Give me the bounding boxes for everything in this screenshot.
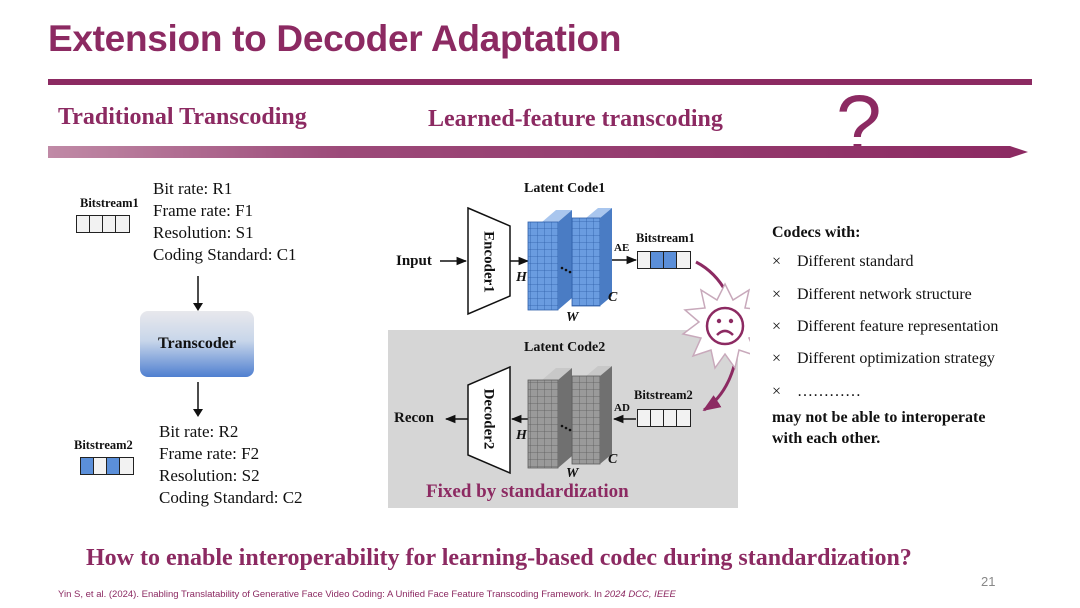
down-arrow-2 bbox=[193, 382, 203, 417]
w-label-1: W bbox=[566, 310, 579, 325]
conclusion-line1: may not be able to interoperate bbox=[772, 409, 986, 426]
bitstream1-learned-label: Bitstream1 bbox=[636, 231, 695, 245]
param2-bitrate: Bit rate: R2 bbox=[159, 422, 239, 441]
h-label-1: H bbox=[516, 270, 527, 285]
codec-item-3: Different feature representation bbox=[797, 318, 999, 335]
bitstream1-blocks bbox=[76, 215, 130, 233]
param2-standard: Coding Standard: C2 bbox=[159, 488, 303, 507]
w-label-2: W bbox=[566, 466, 579, 481]
title-rule bbox=[48, 79, 1032, 85]
transcoder-block: Transcoder bbox=[140, 311, 254, 377]
codec-item-mark-2: × bbox=[772, 286, 782, 303]
c-label-2: C bbox=[608, 452, 618, 467]
param1-bitrate: Bit rate: R1 bbox=[153, 179, 233, 198]
codec-item-5: ………… bbox=[797, 383, 861, 400]
bitstream2-label: Bitstream2 bbox=[74, 438, 133, 452]
sad-face-icon bbox=[681, 282, 750, 370]
codec-item-mark-3: × bbox=[772, 318, 782, 335]
learned-diagram bbox=[440, 206, 750, 475]
latent-cubes-blue bbox=[527, 208, 612, 311]
input-label: Input bbox=[396, 253, 432, 269]
latent-code2-label: Latent Code2 bbox=[524, 340, 606, 355]
param1-resolution: Resolution: S1 bbox=[153, 223, 254, 242]
decoder-shape bbox=[467, 365, 511, 475]
progress-arrow bbox=[48, 146, 1028, 158]
encoder-label: Encoder1 bbox=[480, 231, 497, 293]
ad-label: AD bbox=[614, 402, 630, 414]
codec-item-mark-4: × bbox=[772, 350, 782, 367]
down-arrow-1 bbox=[193, 276, 203, 311]
bitstream1-label: Bitstream1 bbox=[80, 196, 139, 210]
bottom-question: How to enable interoperability for learn… bbox=[86, 545, 912, 571]
fixed-by-standardization: Fixed by standardization bbox=[426, 481, 629, 502]
bitstream1-learned-blocks bbox=[637, 251, 691, 269]
bitstream2-blocks bbox=[80, 457, 134, 475]
subtitle-learned: Learned-feature transcoding bbox=[428, 106, 723, 132]
citation-venue: 2024 DCC, IEEE bbox=[604, 589, 676, 600]
subtitle-traditional: Traditional Transcoding bbox=[58, 104, 307, 130]
page-number: 21 bbox=[981, 574, 996, 589]
encoder-shape bbox=[467, 206, 511, 316]
decoder-label: Decoder2 bbox=[480, 388, 497, 450]
codecs-heading: Codecs with: bbox=[772, 224, 861, 241]
codec-item-4: Different optimization strategy bbox=[797, 350, 995, 367]
citation: Yin S, et al. (2024). Enabling Translata… bbox=[58, 589, 676, 600]
recon-label: Recon bbox=[394, 410, 434, 426]
codec-item-1: Different standard bbox=[797, 253, 914, 270]
ae-label: AE bbox=[614, 242, 630, 254]
param2-resolution: Resolution: S2 bbox=[159, 466, 260, 485]
c-label-1: C bbox=[608, 290, 618, 305]
conclusion-line2: with each other. bbox=[772, 430, 881, 447]
codec-item-2: Different network structure bbox=[797, 286, 972, 303]
citation-text: Yin S, et al. (2024). Enabling Translata… bbox=[58, 589, 605, 600]
latent-code1-label: Latent Code1 bbox=[524, 181, 606, 196]
param1-framerate: Frame rate: F1 bbox=[153, 201, 254, 220]
h-label-2: H bbox=[516, 428, 527, 443]
param1-standard: Coding Standard: C1 bbox=[153, 245, 297, 264]
bitstream2-learned-label: Bitstream2 bbox=[634, 388, 693, 402]
codec-item-mark-1: × bbox=[772, 253, 782, 270]
bitstream2-learned-blocks bbox=[637, 409, 691, 427]
slide-title: Extension to Decoder Adaptation bbox=[48, 18, 622, 59]
latent-cubes-gray bbox=[527, 366, 612, 469]
codec-item-mark-5: × bbox=[772, 383, 782, 400]
param2-framerate: Frame rate: F2 bbox=[159, 444, 260, 463]
